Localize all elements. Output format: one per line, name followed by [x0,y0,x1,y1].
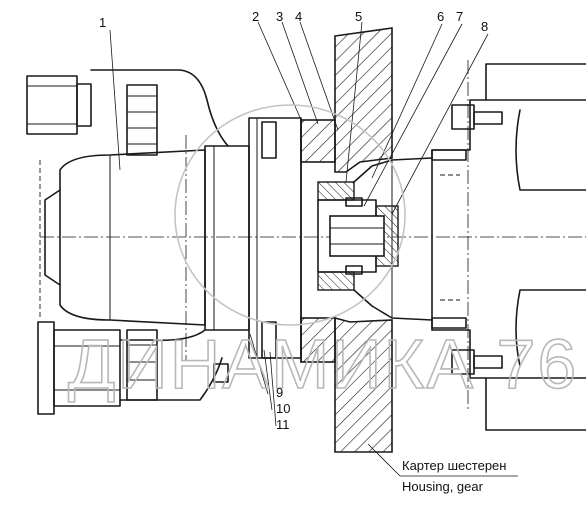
callout-10: 10 [276,401,290,416]
callout-4: 4 [295,9,302,24]
gear-case-wall [334,27,393,453]
callout-2: 2 [252,9,259,24]
caption: Картер шестерен Housing, gear [400,458,518,494]
callout-7: 7 [456,9,463,24]
caption-ru: Картер шестерен [402,458,506,473]
callout-5: 5 [355,9,362,24]
mounting-bracket [431,63,586,431]
callout-labels: 1 2 3 4 5 6 7 8 9 10 11 [99,9,488,432]
callout-6: 6 [437,9,444,24]
callout-9: 9 [276,385,283,400]
lower-fitting [37,321,229,415]
watermark-text: ДИНАМИКА 76 [68,325,578,403]
center-axes [40,60,586,410]
callout-3: 3 [276,9,283,24]
caption-en: Housing, gear [402,479,484,494]
coupling-assembly [317,157,433,321]
callout-8: 8 [481,19,488,34]
callout-1: 1 [99,15,106,30]
callout-11: 11 [276,417,290,432]
hidden-lines [39,160,460,320]
upper-fitting [26,69,229,156]
flange-sections [300,119,336,363]
watermark: ДИНАМИКА 76 [67,104,578,404]
motor-housing [44,117,302,359]
